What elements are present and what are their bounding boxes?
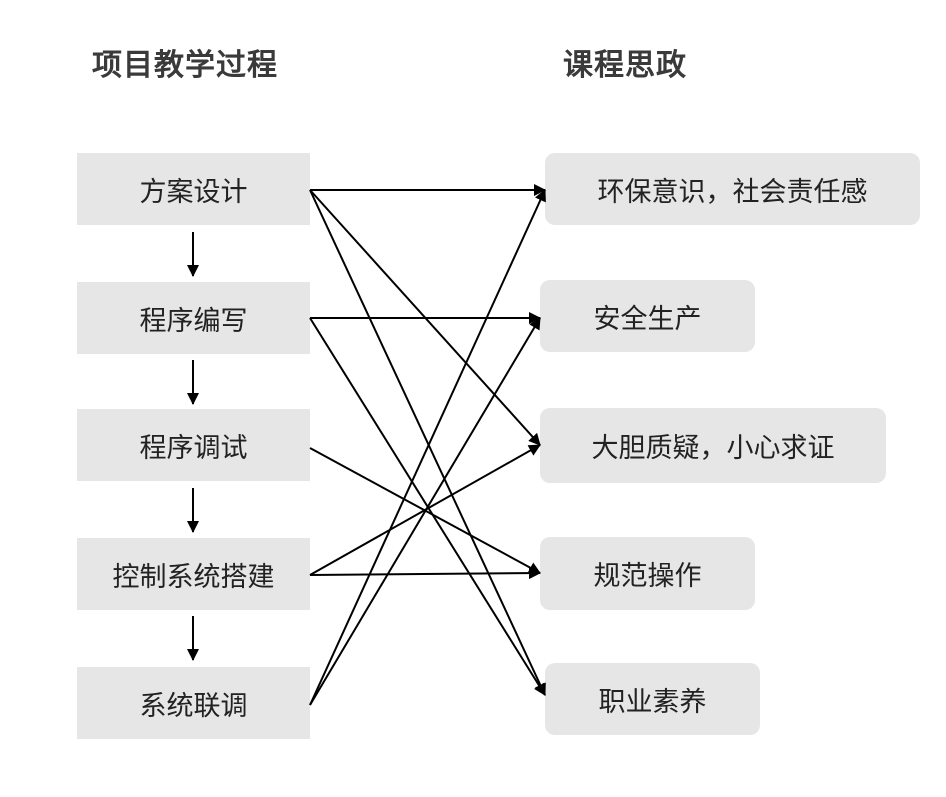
process-step-program-writing: 程序编写 — [77, 282, 310, 354]
right-column-title: 课程思政 — [563, 48, 687, 83]
mapping-arrow-p1-i5 — [309, 189, 546, 696]
process-step-control-system-build: 控制系统搭建 — [77, 538, 310, 610]
ideology-item-bold-question: 大胆质疑，小心求证 — [540, 408, 886, 483]
process-step-system-integration: 系统联调 — [77, 667, 310, 739]
process-step-scheme-design: 方案设计 — [77, 153, 310, 225]
left-column-title: 项目教学过程 — [92, 48, 278, 83]
ideology-item-safe-production: 安全生产 — [540, 280, 755, 352]
ideology-item-environment-responsibility: 环保意识，社会责任感 — [545, 153, 920, 225]
ideology-item-standard-operation: 规范操作 — [540, 537, 755, 610]
mapping-arrow-p4-i4 — [309, 567, 541, 580]
ideology-item-professional-quality: 职业素养 — [545, 663, 760, 735]
process-step-program-debugging: 程序调试 — [77, 409, 310, 481]
mapping-arrow-p5-i2 — [309, 317, 541, 706]
mapping-arrow-p5-i1 — [309, 189, 546, 706]
